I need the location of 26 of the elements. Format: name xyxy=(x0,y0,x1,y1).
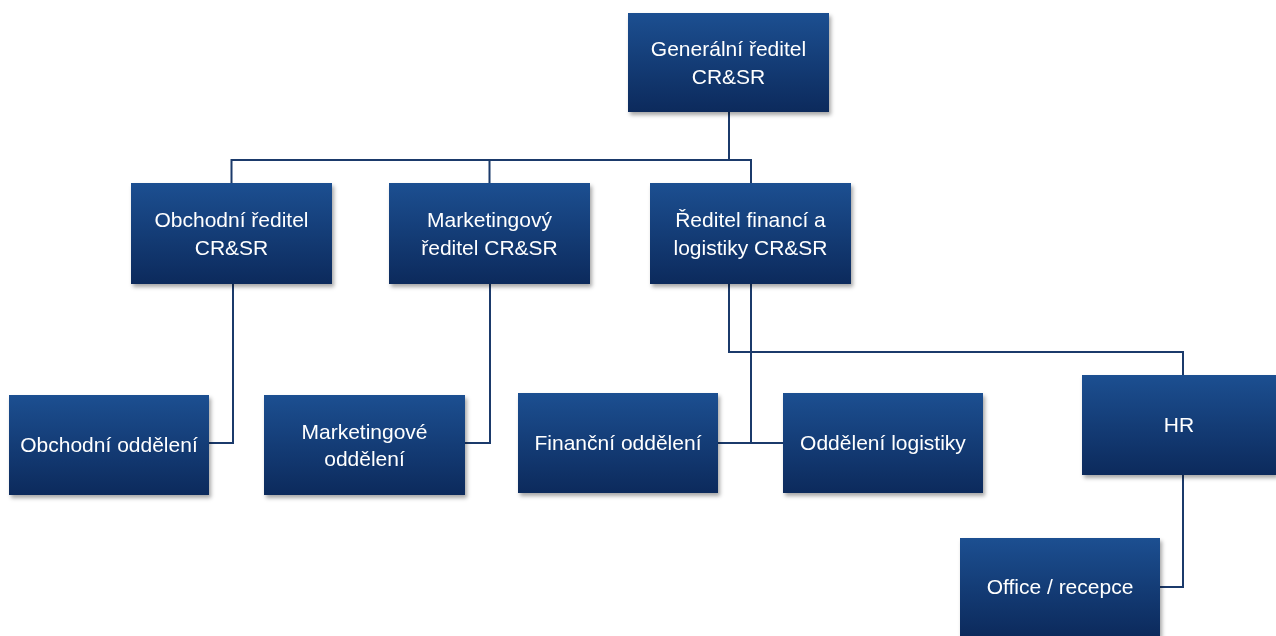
org-box xyxy=(264,395,465,495)
box-title: Oddělení logistiky xyxy=(800,430,966,457)
box-title: HR xyxy=(1163,412,1195,439)
connector-line xyxy=(750,283,784,444)
connector-line xyxy=(208,283,234,444)
connector-line xyxy=(728,283,1184,376)
box-title: Marketingové oddělení xyxy=(300,418,429,472)
box-title: Obchodní ředitel CR&SR xyxy=(153,207,310,261)
org-box xyxy=(650,183,851,284)
box-title: Marketingový ředitel CR&SR xyxy=(420,207,559,261)
org-box xyxy=(1082,375,1276,475)
org-box xyxy=(628,13,829,112)
org-box xyxy=(518,393,718,493)
box-title: Ředitel financí a logistiky CR&SR xyxy=(672,207,829,261)
box-title: Obchodní oddělení xyxy=(20,432,198,459)
box-title: Generální ředitel CR&SR xyxy=(649,36,808,90)
org-box xyxy=(389,183,590,284)
org-box xyxy=(131,183,332,284)
connector-line xyxy=(728,111,752,184)
box-title: Finanční oddělení xyxy=(534,430,702,457)
box-title: Office / recepce xyxy=(986,574,1134,601)
org-box xyxy=(783,393,983,493)
org-box xyxy=(9,395,209,495)
connector-line xyxy=(464,283,491,444)
connector-line xyxy=(1159,474,1184,588)
org-box xyxy=(960,538,1160,636)
